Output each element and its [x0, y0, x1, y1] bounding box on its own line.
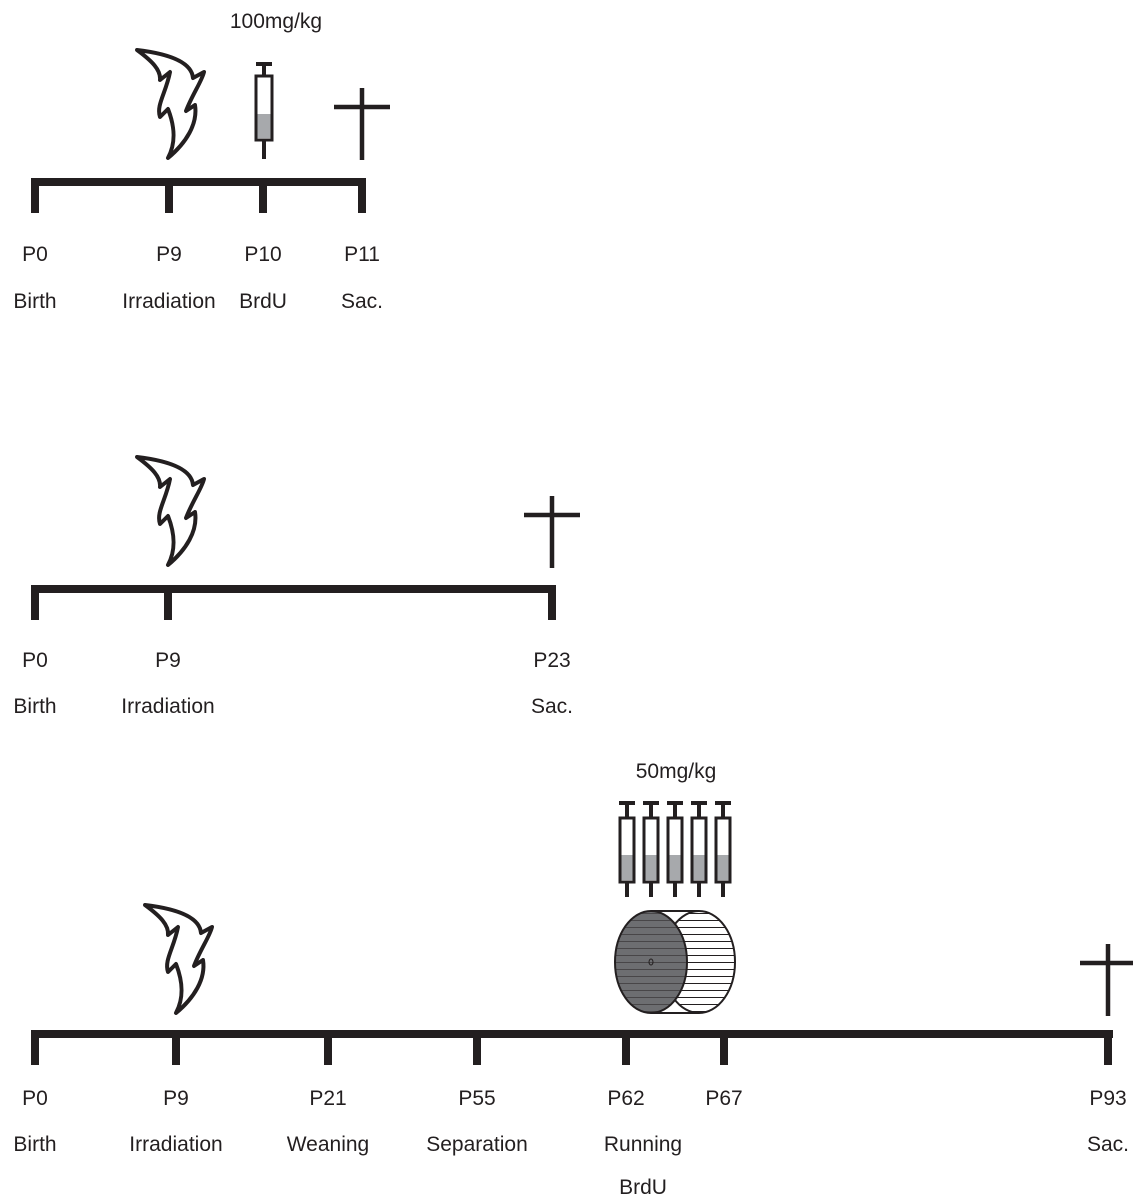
lightning-icon: [135, 48, 206, 160]
tick-mark: [622, 1030, 630, 1065]
tick-mark: [358, 178, 366, 213]
dose-label: 50mg/kg: [636, 760, 717, 783]
day-label: P10: [244, 243, 281, 266]
syringe-icon: [254, 62, 274, 159]
day-label: P55: [458, 1087, 495, 1110]
event-label: Irradiation: [121, 695, 214, 718]
timeline-2: P0 Birth P9 Irradiation P23 Sac.: [13, 455, 580, 718]
event-label: Separation: [426, 1133, 528, 1156]
event-label: Weaning: [287, 1133, 370, 1156]
timeline-axis: [31, 1030, 1113, 1065]
cross-icon: [1080, 944, 1133, 1016]
event-label: Sac.: [531, 695, 573, 718]
syringe-icon: [690, 801, 708, 897]
syringe-icon: [714, 801, 732, 897]
day-label: P62: [607, 1087, 644, 1110]
event-label: Birth: [13, 695, 56, 718]
event-label: Birth: [13, 290, 56, 313]
day-label: P9: [155, 649, 181, 672]
syringe-icon: [642, 801, 660, 897]
event-label: BrdU: [239, 290, 287, 313]
timeline-axis: [31, 585, 556, 620]
day-label: P23: [533, 649, 570, 672]
day-label: P67: [705, 1087, 742, 1110]
tick-mark: [548, 585, 556, 620]
day-label: P9: [163, 1087, 189, 1110]
tick-mark: [164, 585, 172, 620]
tick-mark: [473, 1030, 481, 1065]
event-label: Running: [604, 1133, 682, 1156]
lightning-icon: [143, 903, 214, 1015]
syringe-group: [618, 801, 732, 897]
event-label: Sac.: [341, 290, 383, 313]
cross-icon: [334, 88, 390, 160]
tick-mark: [31, 178, 39, 213]
event-label: Irradiation: [129, 1133, 222, 1156]
event-label-secondary: BrdU: [619, 1176, 667, 1198]
tick-mark: [172, 1030, 180, 1065]
cross-icon: [524, 496, 580, 568]
syringe-icon: [666, 801, 684, 897]
running-wheel-icon: [614, 910, 736, 1014]
timeline-3: 50mg/kg: [13, 760, 1133, 1198]
tick-mark: [720, 1030, 728, 1065]
tick-mark: [1104, 1030, 1112, 1065]
event-label: Irradiation: [122, 290, 215, 313]
event-label: Birth: [13, 1133, 56, 1156]
day-label: P0: [22, 243, 48, 266]
dose-label: 100mg/kg: [230, 10, 322, 33]
day-label: P0: [22, 649, 48, 672]
lightning-icon: [135, 455, 206, 567]
timeline-axis: [31, 178, 366, 213]
day-label: P0: [22, 1087, 48, 1110]
tick-mark: [324, 1030, 332, 1065]
tick-mark: [165, 178, 173, 213]
timeline-1: 100mg/kg P0 Birth P9 Irradiation P10 Brd: [13, 10, 390, 313]
day-label: P9: [156, 243, 182, 266]
day-label: P21: [309, 1087, 346, 1110]
tick-mark: [31, 585, 39, 620]
day-label: P11: [344, 243, 380, 266]
tick-mark: [31, 1030, 39, 1065]
syringe-icon: [618, 801, 636, 897]
day-label: P93: [1089, 1087, 1126, 1110]
event-label: Sac.: [1087, 1133, 1129, 1156]
tick-mark: [259, 178, 267, 213]
